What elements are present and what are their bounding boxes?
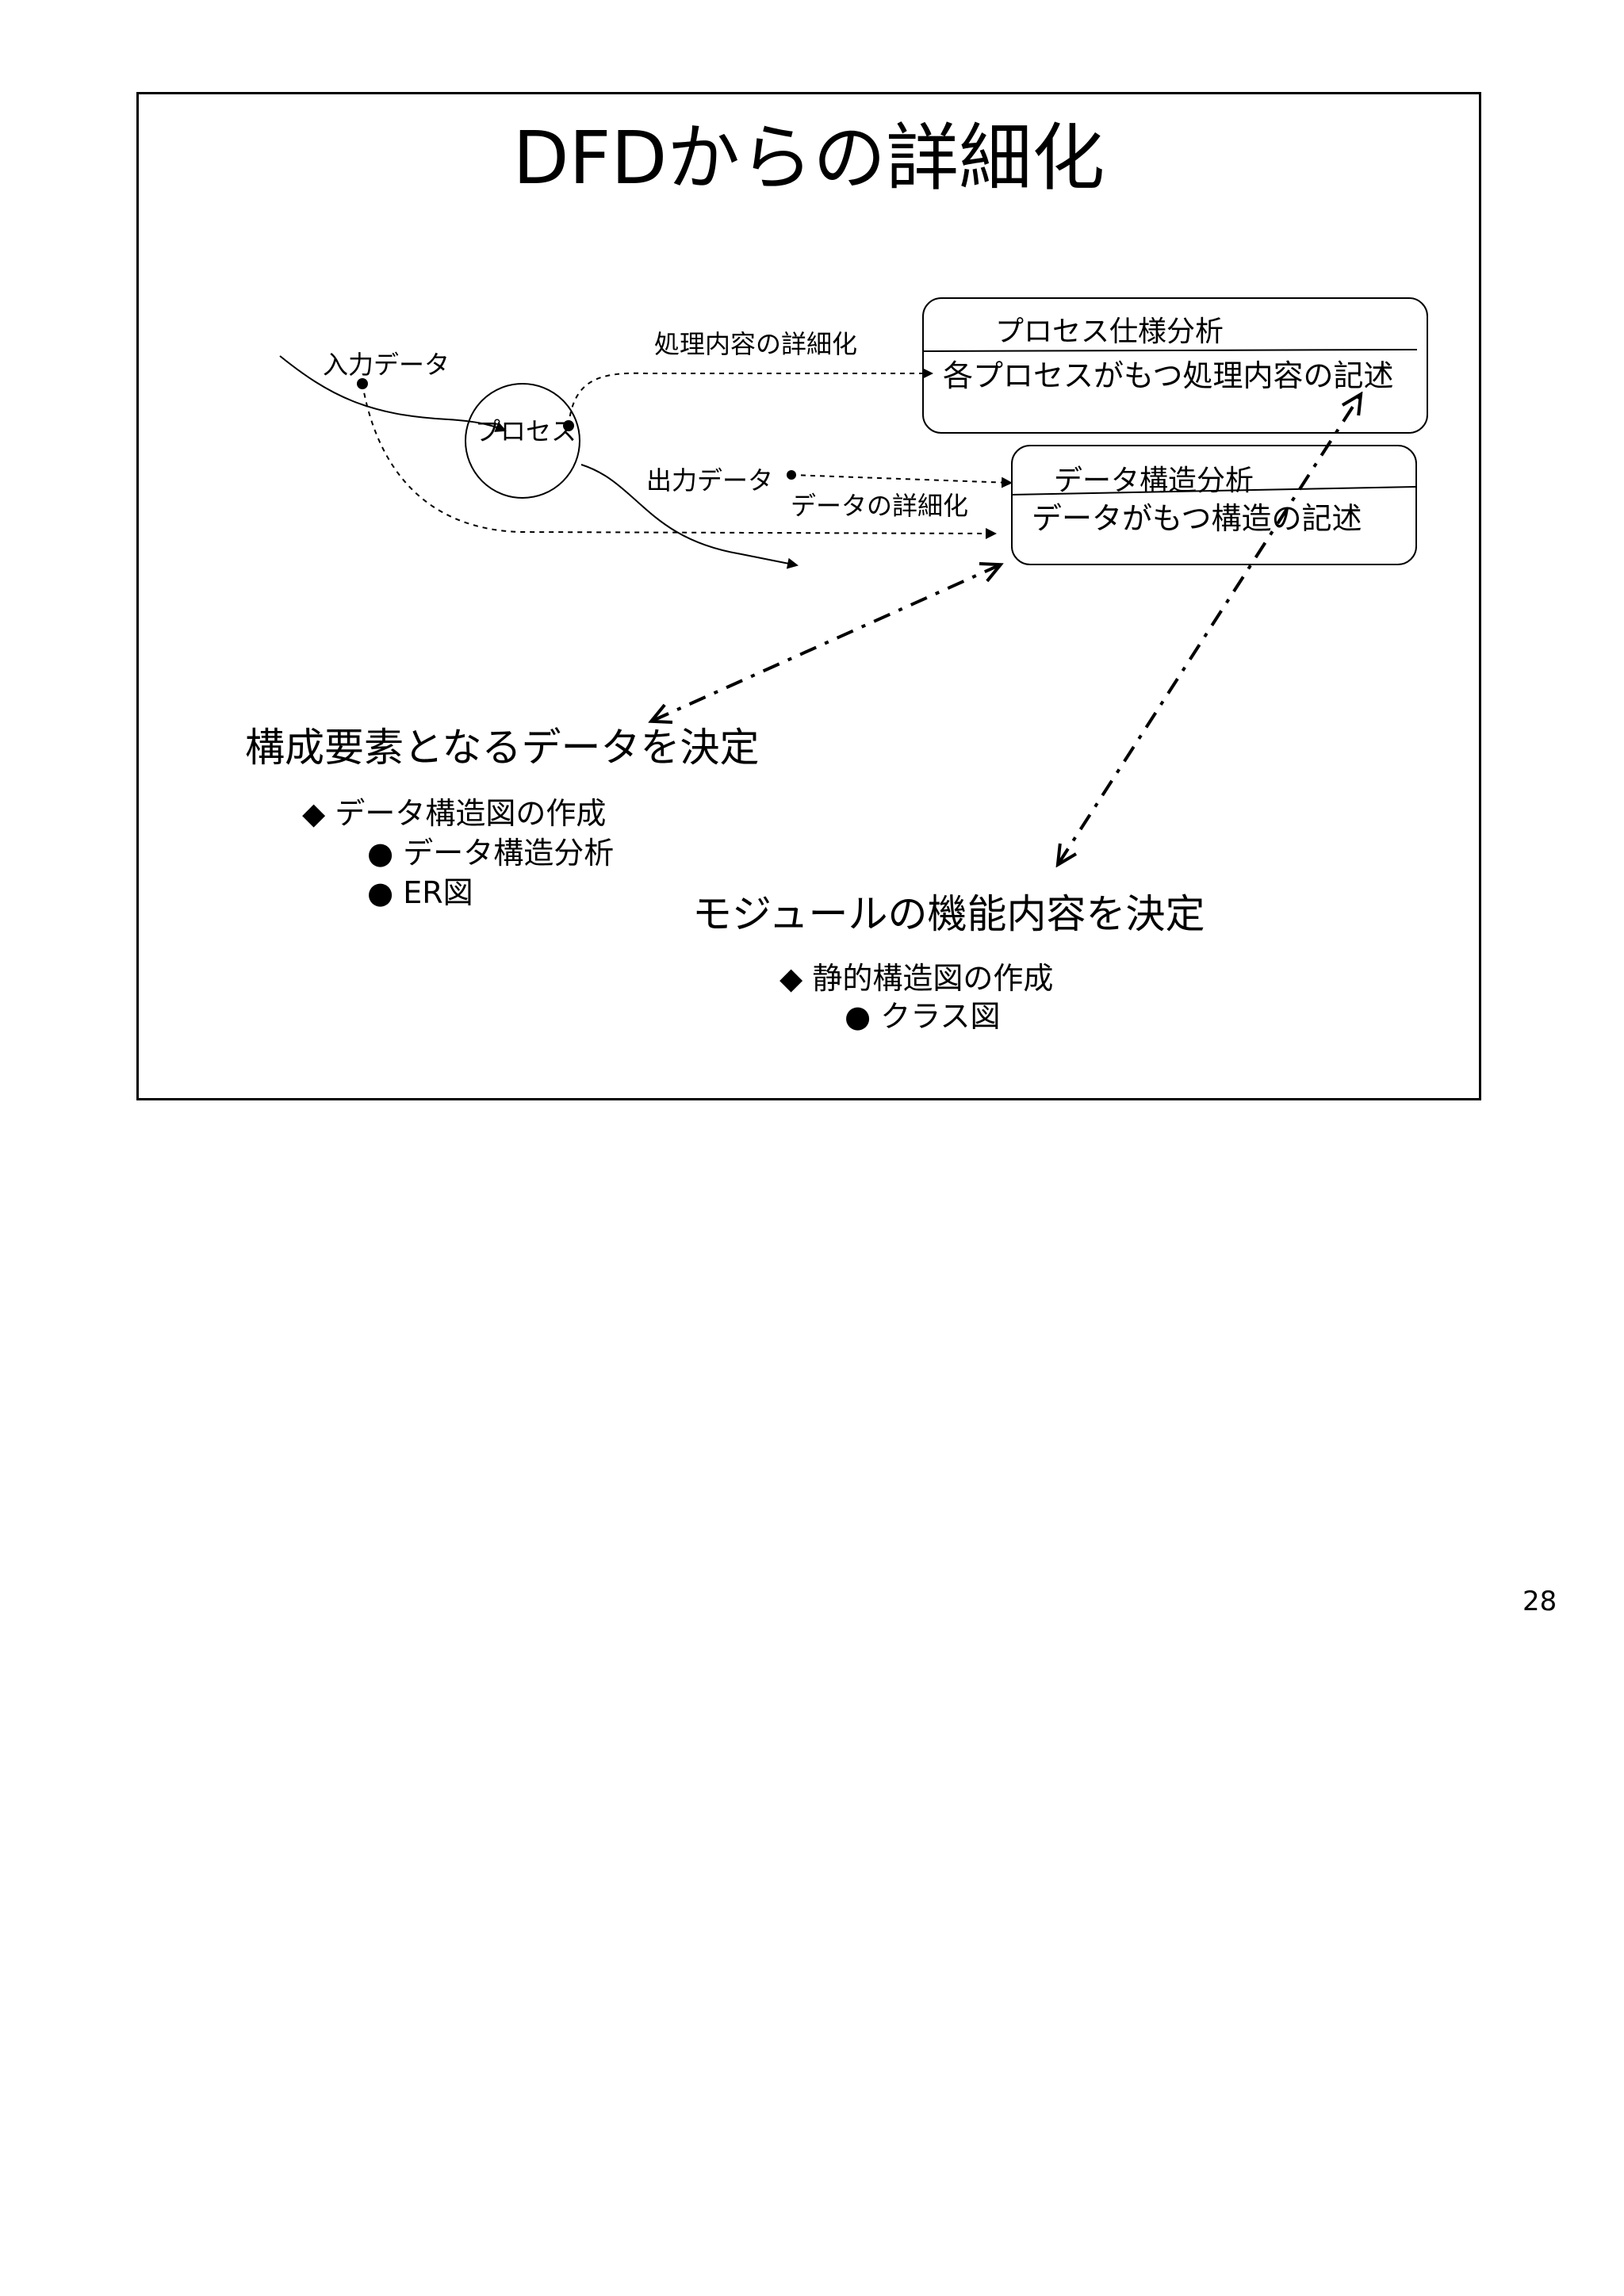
module-section-heading: モジュールの機能内容を決定	[692, 891, 1205, 937]
process-label: プロセス	[475, 416, 577, 446]
module-section-item: ◆ 静的構造図の作成	[779, 954, 1053, 997]
output-flow-line	[580, 464, 799, 569]
data-section-subitem: ● ER図	[367, 868, 473, 912]
process-spec-box-description: 各プロセスがもつ処理内容の記述	[943, 358, 1394, 393]
data-struct-box-description: データがもつ構造の記述	[1032, 501, 1362, 536]
dot-bullet-icon: ●	[845, 999, 871, 1034]
data-section-heading: 構成要素となるデータを決定	[245, 725, 760, 771]
data-section-subitem: ● データ構造分析	[367, 828, 614, 872]
module-section-subitem-text: クラス図	[880, 999, 1001, 1034]
page-number: 28	[1522, 1586, 1557, 1617]
process-spec-box-title: プロセス仕様分析	[995, 316, 1224, 348]
data-section-item: ◆ データ構造図の作成	[302, 789, 606, 832]
data-section-link-arrow	[653, 565, 999, 721]
dfd-diagram	[279, 349, 1418, 1098]
data-struct-box-title: データ構造分析	[1054, 465, 1254, 497]
data-section-item-text: データ構造図の作成	[335, 796, 607, 831]
dot-bullet-icon: ●	[367, 836, 394, 871]
process-circle	[465, 383, 580, 499]
input-data-dashed-line	[362, 383, 997, 539]
module-section-link-arrow	[1059, 396, 1360, 863]
slide-title: DFDからの詳細化	[512, 116, 1105, 201]
diamond-bullet-icon: ◆	[779, 961, 803, 996]
input-point	[357, 378, 368, 389]
data-refine-dashed-line	[791, 474, 1013, 488]
data-struct-box: データ構造分析 データがもつ構造の記述	[1011, 445, 1417, 565]
process-refine-dashed-line	[568, 368, 933, 427]
module-section-subitem: ● クラス図	[845, 992, 1001, 1035]
process-spec-box: プロセス仕様分析 各プロセスがもつ処理内容の記述	[922, 297, 1428, 434]
output-data-label: 出力データ	[646, 465, 774, 496]
data-section-subitem-text: データ構造分析	[403, 836, 615, 871]
slide-frame: DFDからの詳細化 入	[136, 92, 1481, 1100]
process-refine-label: 処理内容の詳細化	[654, 329, 858, 359]
diamond-bullet-icon: ◆	[302, 796, 326, 831]
input-data-label: 入力データ	[323, 350, 450, 380]
input-flow-line	[279, 355, 507, 432]
module-section-item-text: 静的構造図の作成	[812, 961, 1054, 996]
process-spec-box-header-line	[923, 349, 1418, 352]
dot-bullet-icon: ●	[367, 875, 394, 910]
data-refine-label: データの詳細化	[791, 491, 969, 521]
data-section-subitem-text: ER図	[403, 875, 473, 910]
